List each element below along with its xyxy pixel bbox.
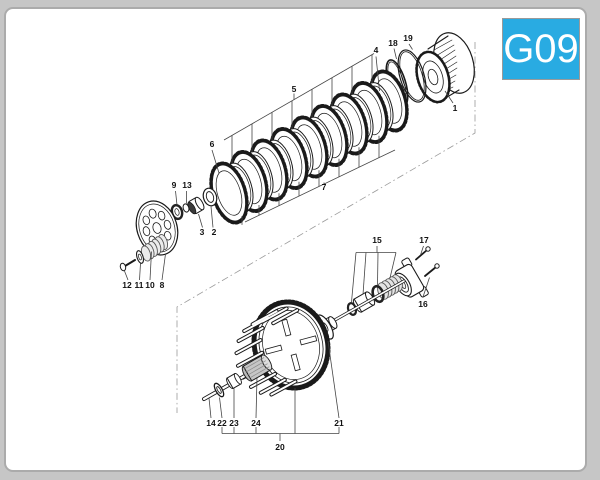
- clutch-pack-assembly: [119, 32, 475, 272]
- callout-11: 11: [135, 280, 144, 290]
- callout-19: 19: [403, 33, 413, 43]
- part-22-washer: [213, 382, 225, 398]
- leader-lines: [124, 43, 454, 441]
- part-16-screw: [424, 266, 437, 277]
- callout-15: 15: [372, 235, 382, 245]
- bracket-7: [241, 135, 396, 225]
- bracket-15: [351, 246, 397, 303]
- part-24-splined-sleeve: [241, 354, 273, 382]
- part-1-clutch-drum: [415, 32, 475, 104]
- part-19-ring: [397, 49, 427, 103]
- bracket-20: [221, 388, 340, 441]
- callout-14: 14: [206, 418, 216, 428]
- callout-3: 3: [200, 227, 205, 237]
- callout-8: 8: [160, 280, 165, 290]
- catalog-page: [4, 7, 587, 472]
- bracket-5: [223, 53, 375, 164]
- axis-construction-line: [176, 42, 476, 413]
- callout-18: 18: [388, 38, 398, 48]
- page-code-badge: G09: [502, 18, 580, 80]
- callout-labels: 1 2 3 4 5 6 7 8 9 10 11 12 13 14 15 16 1…: [122, 33, 457, 452]
- part-2-washer: [202, 187, 218, 207]
- part-3-end-piece: [187, 196, 205, 215]
- callout-2: 2: [212, 227, 217, 237]
- callout-13: 13: [182, 180, 192, 190]
- part-17-screw: [415, 249, 428, 261]
- callout-17: 17: [419, 235, 429, 245]
- callout-7: 7: [322, 182, 327, 192]
- callout-4: 4: [374, 45, 379, 55]
- part-12-bolt: [119, 259, 136, 272]
- part-14-push-rod: [202, 371, 252, 401]
- part-23-bush: [226, 372, 242, 390]
- part-11-washer: [136, 250, 144, 264]
- callout-10: 10: [145, 280, 155, 290]
- callout-1: 1: [453, 103, 458, 113]
- callout-6: 6: [210, 139, 215, 149]
- callout-5: 5: [292, 84, 297, 94]
- callout-23: 23: [229, 418, 239, 428]
- callout-9: 9: [172, 180, 177, 190]
- part-20-clutch-basket: [234, 299, 331, 397]
- callout-24: 24: [251, 418, 261, 428]
- callout-20: 20: [275, 442, 285, 452]
- callout-12: 12: [122, 280, 132, 290]
- clutch-basket-assembly: [202, 246, 440, 401]
- callout-22: 22: [217, 418, 227, 428]
- callout-21: 21: [334, 418, 344, 428]
- callout-16: 16: [418, 299, 428, 309]
- part-13-spacer: [182, 203, 190, 213]
